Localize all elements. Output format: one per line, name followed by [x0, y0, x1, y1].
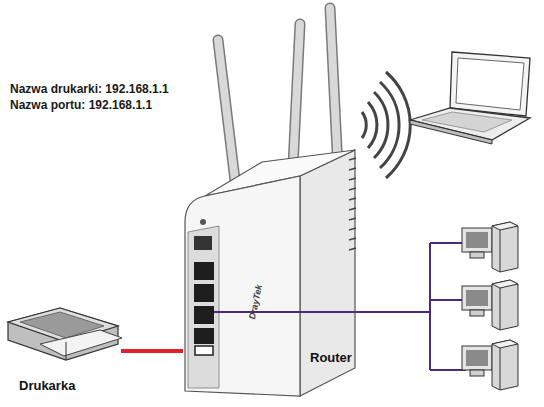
pc — [462, 222, 518, 390]
printer — [8, 308, 122, 360]
device-label: Drukarka — [19, 378, 75, 393]
laptop — [410, 52, 530, 144]
device-label: Router — [310, 350, 352, 365]
router-node: Router — [183, 150, 357, 396]
router-body — [185, 150, 356, 396]
wifi-waves — [362, 72, 410, 178]
lan-wires — [214, 243, 466, 370]
port-setting-label: Nazwa portu: 192.168.1.1 — [10, 98, 152, 112]
printer-node: Drukarka — [3, 300, 121, 395]
usb-cable — [121, 349, 183, 353]
port-setting-label: Nazwa drukarki: 192.168.1.1 — [10, 82, 169, 96]
